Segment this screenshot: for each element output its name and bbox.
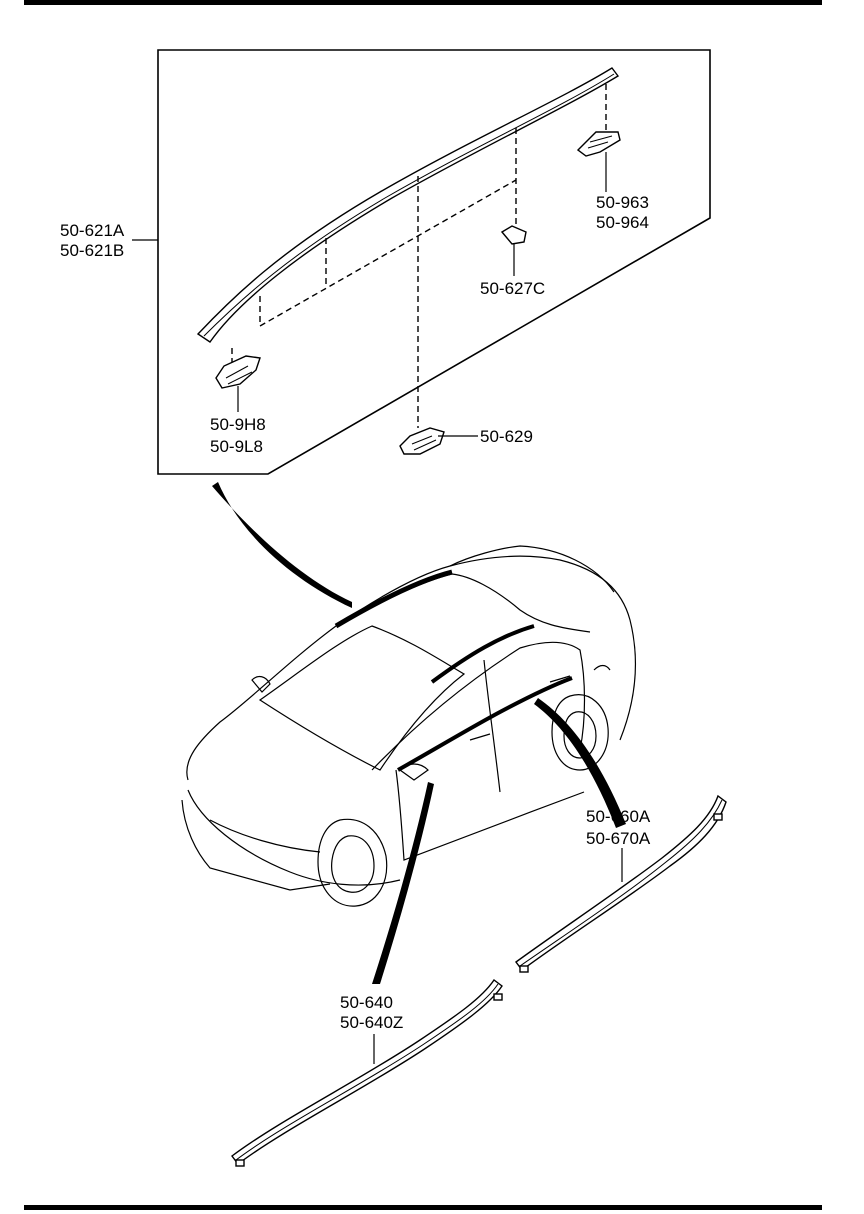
rear-clip xyxy=(576,131,621,157)
label-rear-clip-a: 50-963 xyxy=(596,193,649,212)
label-rear-door-molding-a: 50-660A xyxy=(586,807,651,826)
top-border-rule xyxy=(24,0,822,5)
assembly-lines xyxy=(231,84,607,428)
label-front-clip-b: 50-9L8 xyxy=(210,437,263,456)
mid-clip xyxy=(500,225,527,245)
label-front-door-molding-a: 50-640 xyxy=(340,993,393,1012)
bottom-border-rule xyxy=(24,1205,822,1210)
label-bottom-clip: 50-629 xyxy=(480,427,533,446)
car-molding-highlight xyxy=(334,569,573,772)
rear-door-molding-part xyxy=(515,794,727,973)
roof-molding-part xyxy=(196,67,620,343)
label-front-clip-a: 50-9H8 xyxy=(210,415,266,434)
label-rear-clip-b: 50-964 xyxy=(596,213,649,232)
label-rear-door-molding-b: 50-670A xyxy=(586,829,651,848)
front-clip xyxy=(215,355,261,389)
car-illustration xyxy=(181,545,637,907)
label-mid-clip: 50-627C xyxy=(480,279,545,298)
label-front-door-molding-b: 50-640Z xyxy=(340,1013,403,1032)
bottom-clip xyxy=(399,427,445,455)
label-roof-molding-b: 50-621B xyxy=(60,241,124,260)
front-door-molding-part xyxy=(231,978,503,1167)
pointer-arrows xyxy=(212,482,626,984)
label-roof-molding-a: 50-621A xyxy=(60,221,125,240)
detail-inset-frame xyxy=(157,49,711,475)
leader-lines xyxy=(132,152,623,1064)
